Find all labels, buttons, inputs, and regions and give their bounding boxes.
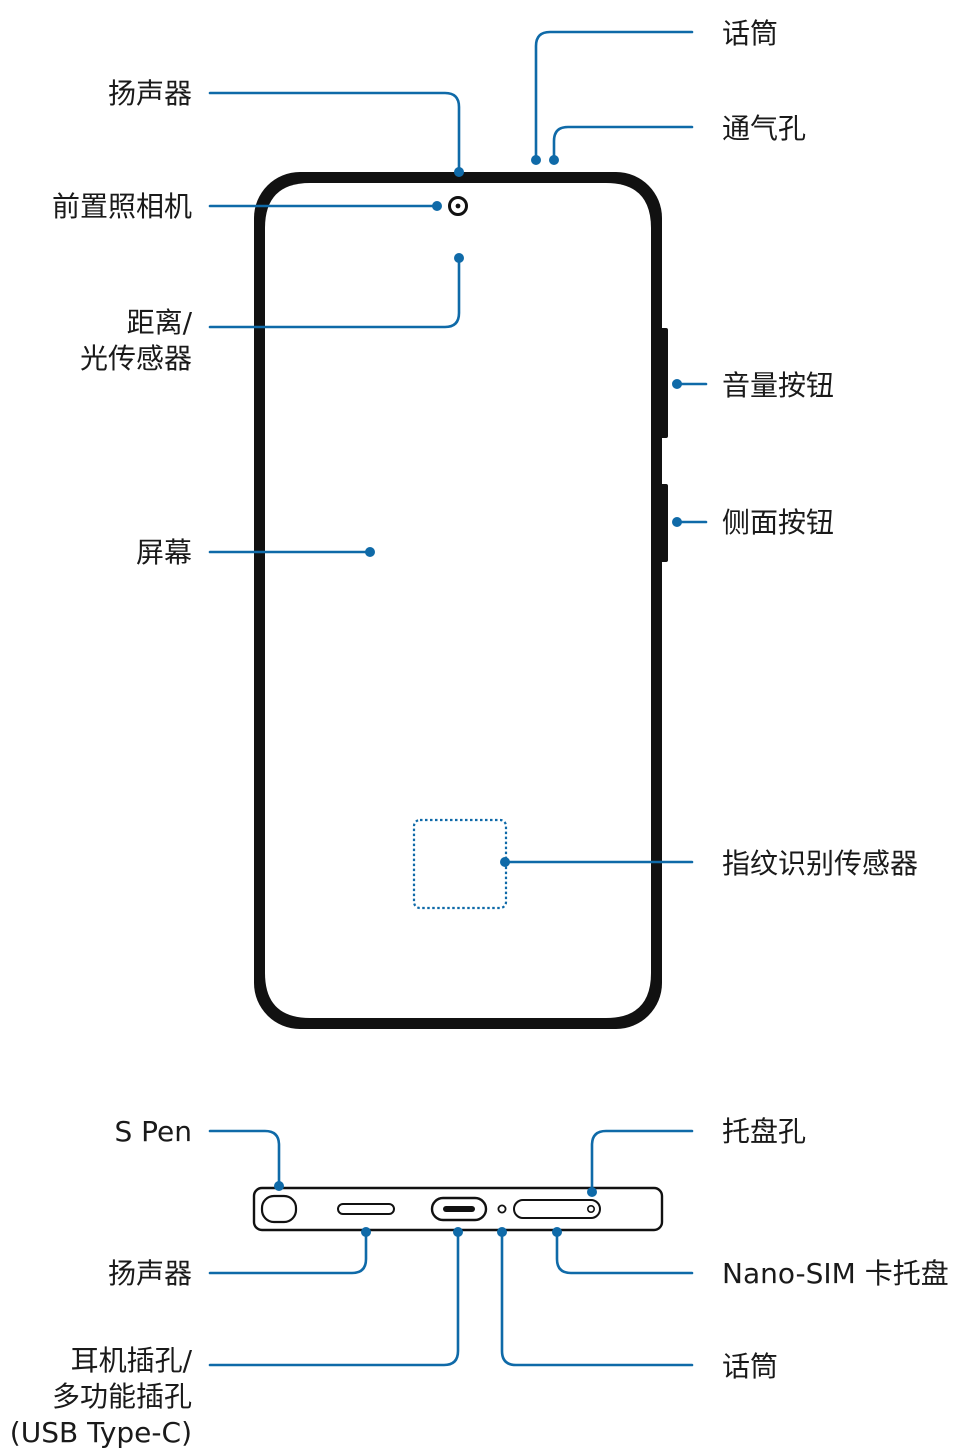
dot-speaker-bottom xyxy=(361,1227,371,1237)
label-mic-top: 话筒 xyxy=(722,17,778,50)
sim-ejector-hole xyxy=(586,1205,595,1214)
leader-proximity xyxy=(208,256,461,329)
leader-nano-sim xyxy=(555,1230,694,1275)
leader-mic-bottom xyxy=(500,1230,694,1367)
s-pen-slot xyxy=(260,1194,298,1224)
label-side-button: 侧面按钮 xyxy=(722,506,834,539)
phone-front xyxy=(254,172,668,1029)
dot-vent xyxy=(549,155,559,165)
dot-mic-top xyxy=(531,155,541,165)
label-port-line2: 多功能插孔 xyxy=(52,1380,192,1413)
phone-bottom-edge xyxy=(252,1186,664,1232)
label-speaker-bottom: 扬声器 xyxy=(108,1257,192,1290)
phone-screen xyxy=(265,183,651,1018)
dot-speaker-top xyxy=(454,167,464,177)
bottom-mic-hole xyxy=(497,1204,507,1214)
label-port-line3: (USB Type-C) xyxy=(10,1416,192,1448)
label-nano-sim: Nano-SIM 卡托盘 xyxy=(722,1257,949,1290)
dot-fingerprint xyxy=(500,857,510,867)
dot-s-pen xyxy=(274,1181,284,1191)
label-tray-hole: 托盘孔 xyxy=(722,1115,806,1148)
sim-tray-slot xyxy=(513,1199,601,1219)
dot-volume xyxy=(672,379,682,389)
dot-front-camera xyxy=(432,201,442,211)
earpiece-notch xyxy=(432,173,484,183)
label-proximity-line2: 光传感器 xyxy=(80,342,192,375)
dot-screen xyxy=(365,547,375,557)
label-s-pen: S Pen xyxy=(114,1115,192,1148)
dot-nano-sim xyxy=(552,1227,562,1237)
volume-button-shape xyxy=(660,328,668,438)
dot-proximity xyxy=(454,253,464,263)
leader-tray-hole xyxy=(590,1129,694,1194)
dot-tray-hole xyxy=(587,1187,597,1197)
dot-side-button xyxy=(672,517,682,527)
usb-c-tongue xyxy=(443,1206,475,1212)
label-volume: 音量按钮 xyxy=(722,369,834,402)
label-proximity-line1: 距离/ xyxy=(127,306,193,339)
front-leaders xyxy=(208,30,708,867)
dot-mic-bottom xyxy=(497,1227,507,1237)
label-front-camera: 前置照相机 xyxy=(52,190,192,223)
front-camera-center xyxy=(455,203,461,209)
bottom-speaker-grille xyxy=(337,1203,395,1215)
bottom-leaders xyxy=(208,1129,694,1367)
label-fingerprint: 指纹识别传感器 xyxy=(722,847,918,880)
leader-speaker-top xyxy=(208,91,461,174)
label-speaker-top: 扬声器 xyxy=(108,77,192,110)
side-button-shape xyxy=(660,484,668,562)
label-port-line1: 耳机插孔/ xyxy=(71,1344,193,1377)
leader-speaker-bottom xyxy=(208,1230,368,1275)
leader-vent xyxy=(552,125,694,162)
front-label-group: 话筒 通气孔 扬声器 前置照相机 距离/ 光传感器 音量按钮 侧面按钮 屏幕 指… xyxy=(52,17,918,880)
leader-mic-top xyxy=(534,30,694,162)
dot-usb-port xyxy=(453,1227,463,1237)
label-screen: 屏幕 xyxy=(136,536,192,569)
label-mic-bottom: 话筒 xyxy=(722,1350,778,1383)
bottom-label-group: S Pen 托盘孔 扬声器 Nano-SIM 卡托盘 耳机插孔/ 多功能插孔 (… xyxy=(10,1115,949,1448)
label-vent: 通气孔 xyxy=(722,112,806,145)
leader-usb-port xyxy=(208,1230,460,1367)
leader-s-pen xyxy=(208,1129,281,1188)
